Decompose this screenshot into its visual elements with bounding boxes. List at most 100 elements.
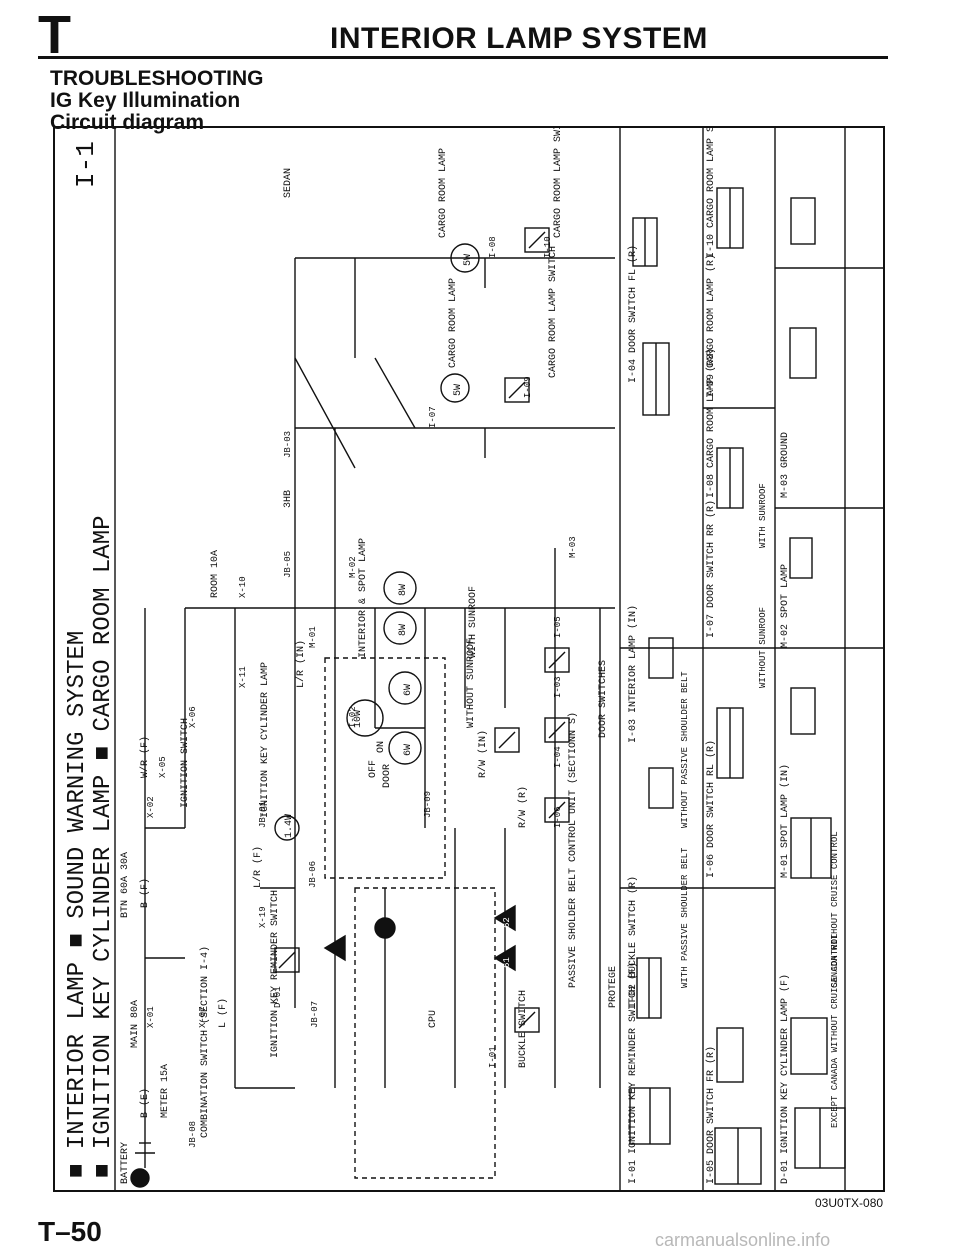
figure-id: 03U0TX-080 [815,1196,884,1210]
cpu-label: CPU [428,1010,439,1028]
lamp-5w-label-b: 5W [463,254,474,266]
combination-switch-label: COMBINATION SWITCH (SECTION I-4) [199,946,211,1138]
table-header-i02: I-02 BUCKLE SWITCH (R) [627,876,639,1008]
connector-code-jb-03: JB-03 [283,431,293,458]
connector-code-x-02: X-02 [146,796,156,818]
connector-code-i-06: I-06 [553,806,563,828]
wire-rw-in-label: R/W (IN) [477,730,489,778]
door-switches-label: DOOR SWITCHES [598,660,609,738]
connector-code-jb-06: JB-06 [308,861,318,888]
with-sunroof-label: WITH SUNROOF [468,586,479,658]
lamp-labels: 10W 6W 6W 8W 8W 5W 5W 1.4W OFF ON DOOR [284,254,474,838]
connector-code-i-09: I-09 [523,376,533,398]
connector-code-x-05: X-05 [158,756,168,778]
cargo-room-lamp-label-a: CARGO ROOM LAMP [448,278,459,368]
lamp-symbols [274,243,480,841]
cpu-box [354,887,496,1179]
pos-off-label: OFF [368,760,379,778]
buckle-switch-label: BUCKLE SWITCH [518,990,529,1068]
diagram-frame [53,126,885,1192]
table-header-i09: I-09 CARGO ROOM LAMP (R) [705,254,717,398]
watermark: carmanualsonline.info [655,1230,831,1250]
connector-code-i-04: I-04 [553,746,563,768]
hatchback-label: 3HB [283,490,294,508]
btn-fuse-label: BTN 60A 30A [120,852,131,918]
table-header-m01: M-01 SPOT LAMP (IN) [779,764,791,878]
wiring [135,257,615,1168]
section-letter: T [38,5,71,65]
table-header-i06: I-06 DOOR SWITCH RL (R) [705,740,717,878]
wire-lr-in-label: L/R (IN) [295,640,307,688]
pos-on-label: ON [376,741,387,753]
component-labels: BATTERY MAIN 80A BTN 60A 30A METER 15A R… [120,128,619,1184]
page-tag: I-1 [71,141,101,188]
switch-symbols [274,227,570,1033]
wire-b-e-label: B (E) [139,1088,151,1118]
connector-code-jb-05: JB-05 [283,551,293,578]
pin-62-label: 62 [502,917,512,928]
connector-code-i-02: I-02 [348,706,358,728]
cargo-room-lamp-label-b: CARGO ROOM LAMP [438,148,449,238]
table-header-d01: D-01 IGNITION KEY CYLINDER LAMP (F) [779,974,791,1184]
cargo-room-lamp-switch-label-a: CARGO ROOM LAMP SWITCH [548,246,559,378]
connector-code-i-05: I-05 [553,616,563,638]
wire-lr-f-label: L/R (F) [252,846,264,888]
meter-fuse-label: METER 15A [160,1064,171,1118]
ign-key-reminder-label: IGNITION KEY REMINDER SWITCH [270,890,281,1058]
lamp-8w-label-b: 8W [398,584,409,596]
diagram-title-line-1: ■ INTERIOR LAMP ■ SOUND WARNING SYSTEM [64,631,91,1178]
markers [130,904,516,1188]
connector-code-x-06: X-06 [188,706,198,728]
passive-belt-label: PASSIVE SHOLDER BELT CONTROL UNIT (SECTI… [567,712,579,988]
header-rule [38,56,888,59]
connector-code-i-03: I-03 [553,676,563,698]
table-header-m03: M-03 GROUND [780,432,791,498]
table-header-m02: M-02 SPOT LAMP [780,564,791,648]
pos-door-label: DOOR [382,764,393,788]
connector-table [619,128,883,1190]
connector-code-x-01: X-01 [146,1006,156,1028]
battery-label: BATTERY [120,1142,131,1184]
room-fuse-label: ROOM 10A [210,550,221,598]
table-note-without-belt: WITHOUT PASSIVE SHOULDER BELT [680,671,690,828]
marker-pin-labels: 61 62 [502,917,512,968]
lamp-6w-label-b: 6W [403,744,414,756]
table-note-with-belt: WITH PASSIVE SHOULDER BELT [680,847,690,988]
table-note-with-sunroof: WITH SUNROOF [758,483,768,548]
ignition-switch-label: IGNITION SWITCH [180,718,191,808]
section-heading: TROUBLESHOOTING [50,67,264,90]
connector-code-i-07: I-07 [428,406,438,428]
interior-spot-label: INTERIOR & SPOT LAMP [358,538,369,658]
connector-code-d-01: D-01 [273,986,283,1008]
connector-code-x-19: X-19 [258,906,268,928]
table-note-except-canada: EXCEPT CANADA WITHOUT CRUISE CONTROL [830,934,840,1128]
section-subsubheading: Circuit diagram [50,111,205,134]
title-strip: I-1 ■ INTERIOR LAMP ■ SOUND WARNING SYST… [64,141,117,1178]
table-header-i07: I-07 DOOR SWITCH RR (R) [705,500,717,638]
connector-code-jb-01: JB-01 [258,801,268,828]
connector-code-m-03: M-03 [568,536,578,558]
circuit-diagram: I-1 ■ INTERIOR LAMP ■ SOUND WARNING SYST… [64,128,883,1190]
wire-wr-f-label: W/R (F) [139,736,151,778]
pin-61-label: 61 [502,957,512,968]
interior-lamp-box [324,657,446,879]
lamp-6w-label-a: 6W [403,684,414,696]
table-header-i03: I-03 INTERIOR LAMP (IN) [627,605,639,743]
without-sunroof-label: WITHOUT SUNROOF [466,638,477,728]
table-header-i01: I-01 IGNITION KEY REMINDER SWITCH (F) [627,962,639,1184]
page-number: T–50 [38,1216,102,1247]
table-note-canada: CANADA WITHOUT CRUISE CONTROL [830,831,840,988]
diagram-title-line-2: ■ IGNITION KEY CYLINDER LAMP ■ CARGO ROO… [90,515,117,1178]
wire-b-f-label: B (F) [139,878,151,908]
main-fuse-label: MAIN 80A [130,1000,141,1048]
connector-code-x-10: X-10 [238,576,248,598]
table-header-i05: I-05 DOOR SWITCH FR (R) [705,1046,717,1184]
table-header-i04: I-04 DOOR SWITCH FL (R) [627,245,639,383]
cargo-room-lamp-switch-label-b: CARGO ROOM LAMP SWITCH [553,128,564,238]
connector-code-m-02: M-02 [348,556,358,578]
lamp-5w-label-a: 5W [453,384,464,396]
connector-code-labels: X-01X-02X-05X-06X-07X-10X-11X-19JB-03JB-… [146,236,578,1148]
ign-key-lamp-label: IGNITION KEY CYLINDER LAMP [260,662,271,818]
section-subheading: IG Key Illumination [50,89,241,112]
connector-code-i-08: I-08 [488,236,498,258]
